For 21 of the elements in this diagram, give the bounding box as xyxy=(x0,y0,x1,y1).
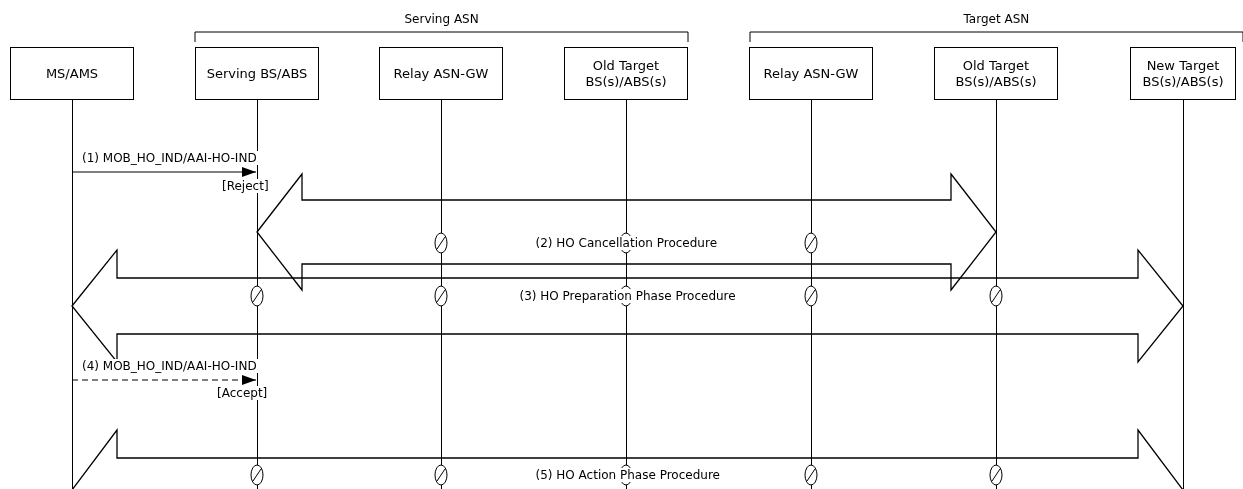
edge-label: (5) HO Action Phase Procedure xyxy=(533,468,722,482)
block-arrow xyxy=(256,172,997,292)
group-label: Serving ASN xyxy=(402,12,481,26)
lifeline-head-box: New Target BS(s)/ABS(s) xyxy=(1130,47,1236,100)
message-note: [Accept] xyxy=(215,386,270,400)
group-label: Target ASN xyxy=(961,12,1032,26)
edge-label: (1) MOB_HO_IND/AAI-HO-IND xyxy=(80,151,259,165)
message-arrow xyxy=(71,375,257,385)
lifeline-head-box: MS/AMS xyxy=(10,47,134,100)
lifeline-head-box: Relay ASN-GW xyxy=(749,47,873,100)
lifeline-head-box: Relay ASN-GW xyxy=(379,47,503,100)
message-arrow xyxy=(71,167,257,177)
edge-label: (4) MOB_HO_IND/AAI-HO-IND xyxy=(80,359,259,373)
lifeline-head-box: Old Target BS(s)/ABS(s) xyxy=(934,47,1058,100)
lifeline-head-box: Serving BS/ABS xyxy=(195,47,319,100)
message-note: [Reject] xyxy=(220,179,271,193)
block-arrow xyxy=(71,248,1184,364)
edge-label: (2) HO Cancellation Procedure xyxy=(533,236,720,250)
edge-label: (3) HO Preparation Phase Procedure xyxy=(517,289,738,303)
lifeline-head-box: Old Target BS(s)/ABS(s) xyxy=(564,47,688,100)
block-arrow xyxy=(71,428,1184,489)
